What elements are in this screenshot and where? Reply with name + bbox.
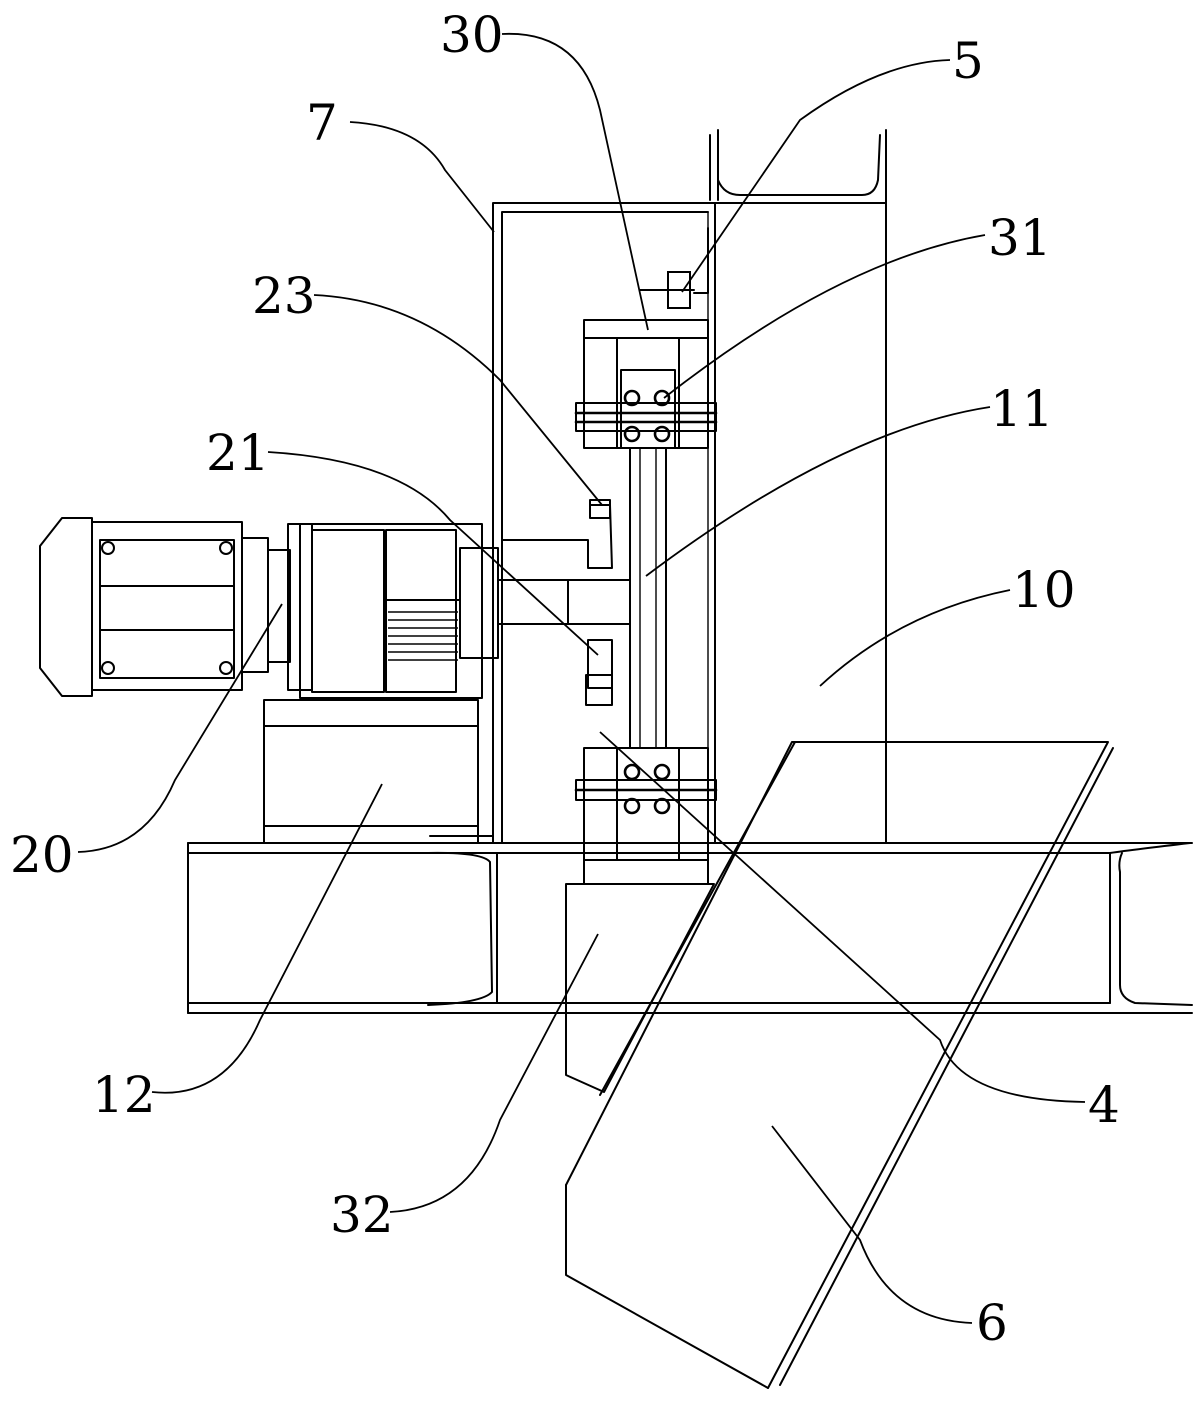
upper-bearing-seat: [574, 319, 718, 449]
lower-bearing-seat: [574, 747, 718, 885]
chute: [565, 741, 1114, 1389]
frame-housing: [429, 202, 716, 844]
label-12: 12: [92, 1066, 156, 1124]
chute-support: [565, 883, 715, 1093]
label-20: 20: [10, 826, 74, 884]
gear-reducer: [299, 523, 569, 699]
label-21: 21: [206, 424, 270, 482]
gear-teeth: [388, 611, 458, 661]
label-6: 6: [976, 1294, 1008, 1352]
column: [709, 129, 887, 844]
label-23: 23: [252, 267, 316, 325]
limit-bracket: [639, 227, 709, 309]
vertical-shaft: [629, 447, 667, 749]
label-32: 32: [330, 1186, 394, 1244]
label-7: 7: [306, 94, 338, 152]
label-11: 11: [990, 380, 1054, 438]
upper-bearing-balls: [623, 389, 671, 443]
lower-bearing-balls: [623, 763, 671, 815]
label-31: 31: [988, 209, 1052, 267]
drive-motor: [39, 517, 313, 697]
leader-lines: [77, 32, 1086, 1324]
reference-labels: 30 5 7 31 23 11 21 10 20 12 4 32 6: [10, 6, 1120, 1352]
cross-arm: [501, 499, 631, 706]
label-5: 5: [952, 32, 984, 90]
label-10: 10: [1012, 561, 1076, 619]
motor-seat: [263, 699, 479, 844]
base-beam: [187, 842, 1193, 1014]
label-30: 30: [440, 6, 504, 64]
label-4: 4: [1088, 1076, 1120, 1134]
